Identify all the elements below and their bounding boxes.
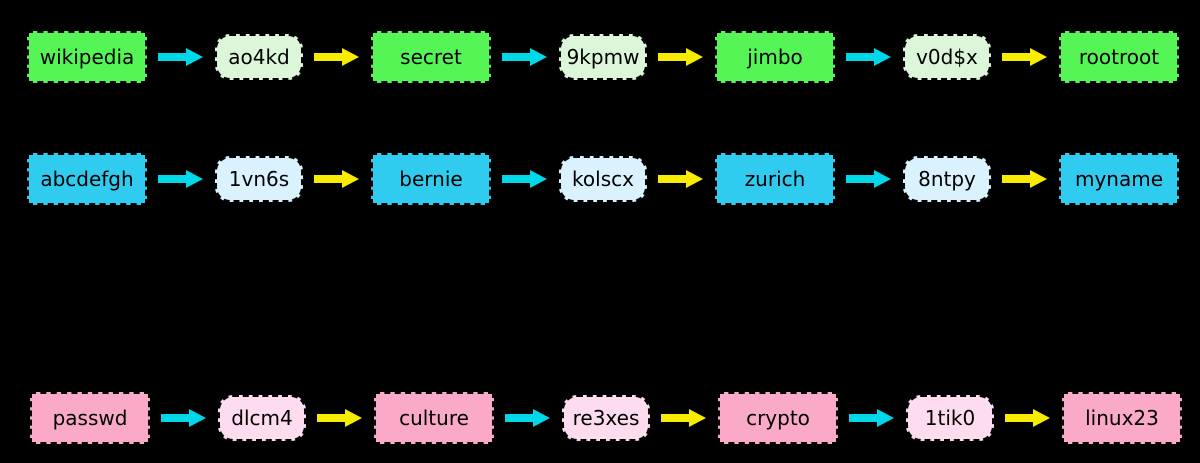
plaintext-node: myname (1059, 153, 1179, 205)
plaintext-node: wikipedia (27, 31, 147, 83)
hash-arrow-icon (849, 409, 894, 427)
hash-chain-row-pink: passwd dlcm4 culture re3xes crypto 1tik0… (30, 392, 1182, 444)
hash-node: v0d$x (903, 34, 991, 80)
plaintext-node: zurich (715, 153, 835, 205)
plaintext-node: secret (371, 31, 491, 83)
plaintext-node: jimbo (715, 31, 835, 83)
reduce-arrow-icon (314, 170, 359, 188)
hash-arrow-icon (502, 48, 547, 66)
reduce-arrow-icon (317, 409, 362, 427)
plaintext-node: bernie (371, 153, 491, 205)
hash-arrow-icon (846, 170, 891, 188)
hash-node: ao4kd (215, 34, 303, 80)
plaintext-node: rootroot (1059, 31, 1179, 83)
hash-node: 1vn6s (215, 156, 303, 202)
hash-chain-row-cyan: abcdefgh 1vn6s bernie kolscx zurich 8ntp… (27, 153, 1179, 205)
hash-node: 1tik0 (906, 395, 994, 441)
reduce-arrow-icon (658, 170, 703, 188)
plaintext-node: culture (374, 392, 494, 444)
reduce-arrow-icon (1005, 409, 1050, 427)
reduce-arrow-icon (658, 48, 703, 66)
hash-node: kolscx (559, 156, 647, 202)
hash-node: dlcm4 (218, 395, 306, 441)
hash-arrow-icon (846, 48, 891, 66)
reduce-arrow-icon (661, 409, 706, 427)
hash-chain-row-green: wikipedia ao4kd secret 9kpmw jimbo v0d$x… (27, 31, 1179, 83)
hash-arrow-icon (505, 409, 550, 427)
plaintext-node: passwd (30, 392, 150, 444)
hash-node: 9kpmw (559, 34, 647, 80)
hash-arrow-icon (161, 409, 206, 427)
reduce-arrow-icon (314, 48, 359, 66)
hash-node: 8ntpy (903, 156, 991, 202)
plaintext-node: crypto (718, 392, 838, 444)
hash-arrow-icon (158, 170, 203, 188)
reduce-arrow-icon (1002, 48, 1047, 66)
reduce-arrow-icon (1002, 170, 1047, 188)
plaintext-node: abcdefgh (27, 153, 147, 205)
hash-arrow-icon (158, 48, 203, 66)
hash-node: re3xes (562, 395, 650, 441)
hash-arrow-icon (502, 170, 547, 188)
plaintext-node: linux23 (1062, 392, 1182, 444)
